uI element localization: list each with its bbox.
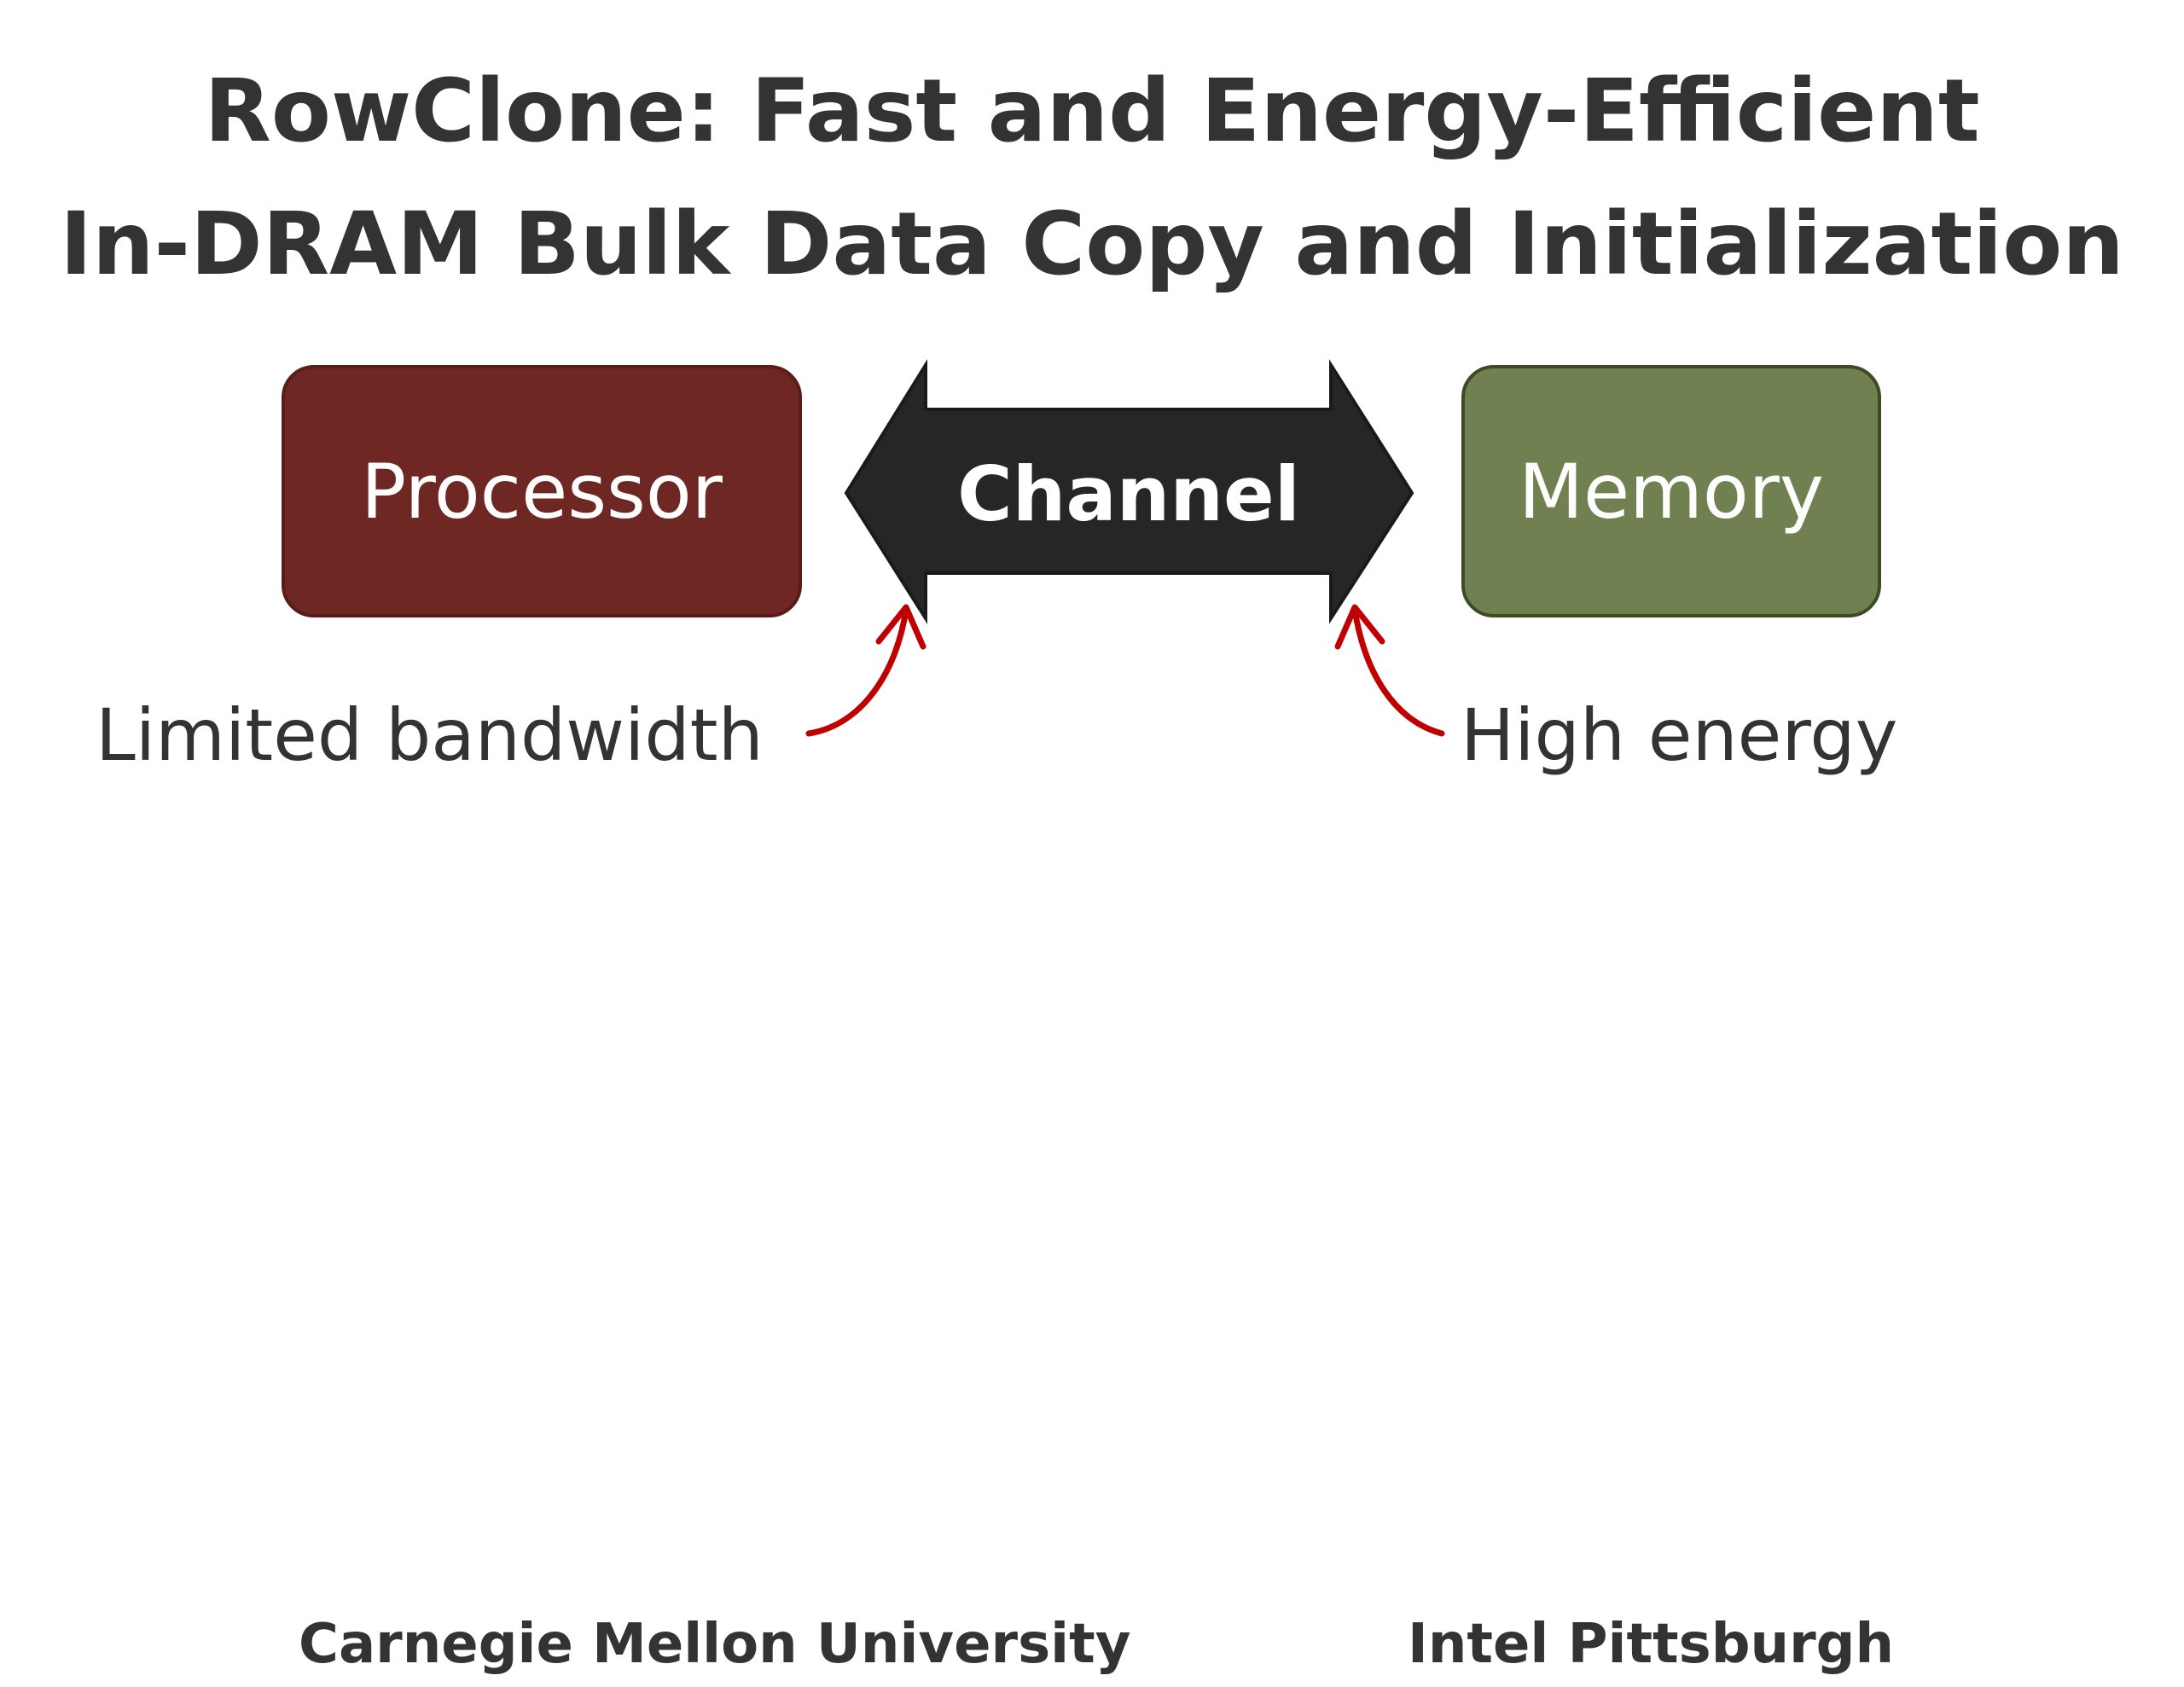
- bandwidth-pointer-arrow: [805, 606, 909, 737]
- energy-pointer-arrowhead: [1334, 604, 1385, 650]
- processor-box: Processor: [282, 365, 802, 617]
- channel-label: Channel: [957, 450, 1300, 538]
- high-energy-label: High energy: [1461, 693, 1898, 777]
- title-line-1: RowClone: Fast and Energy-Efficient: [204, 61, 1980, 162]
- bandwidth-pointer-arrowhead: [875, 604, 926, 650]
- energy-pointer-arrow: [1351, 606, 1445, 737]
- memory-label: Memory: [1519, 447, 1824, 536]
- affiliation-cmu: Carnegie Mellon University: [299, 1613, 1131, 1676]
- title-line-2: In-DRAM Bulk Data Copy and Initializatio…: [60, 194, 2124, 295]
- channel-arrow: [844, 358, 1414, 624]
- processor-label: Processor: [361, 447, 723, 536]
- limited-bandwidth-label: Limited bandwidth: [96, 693, 764, 777]
- memory-box: Memory: [1461, 365, 1881, 617]
- affiliation-intel: Intel Pittsburgh: [1408, 1613, 1895, 1676]
